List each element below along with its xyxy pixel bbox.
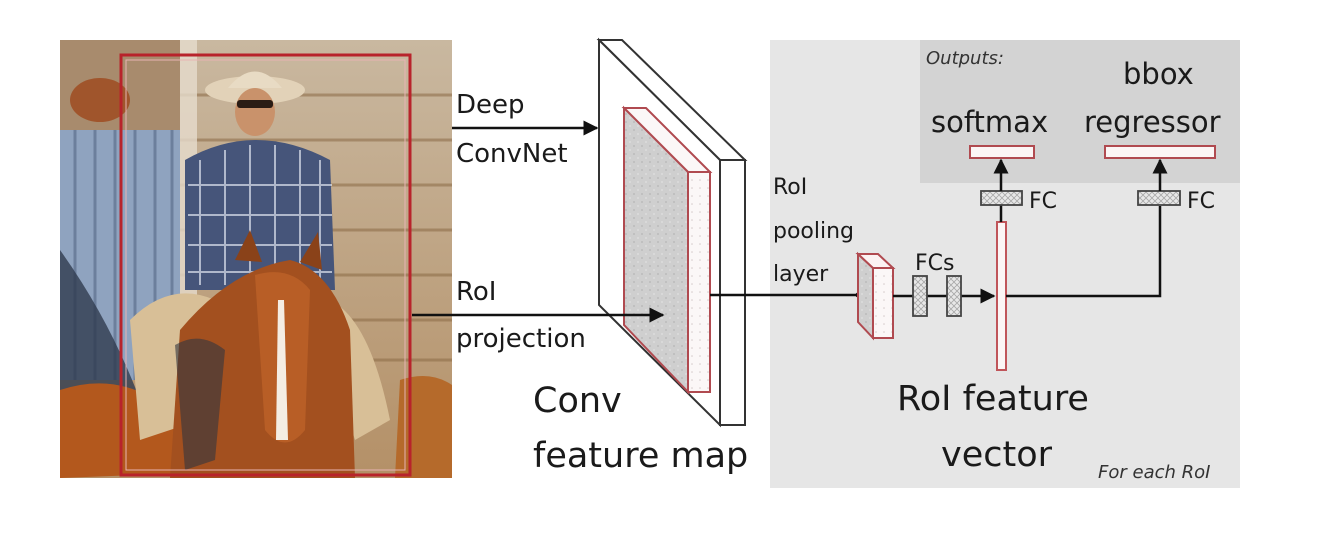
roi-pooling-label-3: layer xyxy=(773,262,829,287)
fc-softmax-label: FC xyxy=(1029,189,1057,214)
softmax-output xyxy=(969,145,1035,159)
roi-feature-vector xyxy=(996,221,1007,371)
roi-bounding-box[interactable] xyxy=(119,53,412,477)
roi-feature-vector-label: RoI feature xyxy=(897,379,1089,419)
conv-feature-map-label: Conv xyxy=(533,381,622,421)
deep-convnet-label-2: ConvNet xyxy=(456,139,568,169)
roi-pooling-label-2: pooling xyxy=(773,219,854,244)
vector-to-bbox-fc-line xyxy=(1006,206,1162,298)
roi-projection-label: RoI xyxy=(456,277,496,307)
bbox-regressor-label-2: regressor xyxy=(1084,105,1221,139)
roi-pooling-layer-block xyxy=(855,251,896,341)
input-image xyxy=(60,40,452,478)
fc-bbox-layer xyxy=(1137,190,1181,206)
fc-softmax-layer xyxy=(980,190,1023,206)
roi-pooling-label: RoI xyxy=(773,175,807,200)
conv-feature-map-label-2: feature map xyxy=(533,436,748,476)
bbox-regressor-output xyxy=(1104,145,1216,159)
outputs-label: Outputs: xyxy=(926,48,1004,69)
roi-feature-vector-label-2: vector xyxy=(941,435,1053,475)
for-each-roi-label: For each RoI xyxy=(1098,462,1210,483)
fc-layer-1 xyxy=(912,275,928,317)
softmax-label: softmax xyxy=(931,105,1048,139)
outputs-panel xyxy=(920,40,1240,183)
fcs-label: FCs xyxy=(915,251,954,276)
projected-roi-region xyxy=(621,105,713,395)
fc-bbox-label: FC xyxy=(1187,189,1215,214)
deep-convnet-label: Deep xyxy=(456,90,525,120)
horse xyxy=(170,230,355,478)
bbox-regressor-label: bbox xyxy=(1123,57,1194,91)
fc-layer-2 xyxy=(946,275,962,317)
roi-projection-label-2: projection xyxy=(456,324,586,354)
